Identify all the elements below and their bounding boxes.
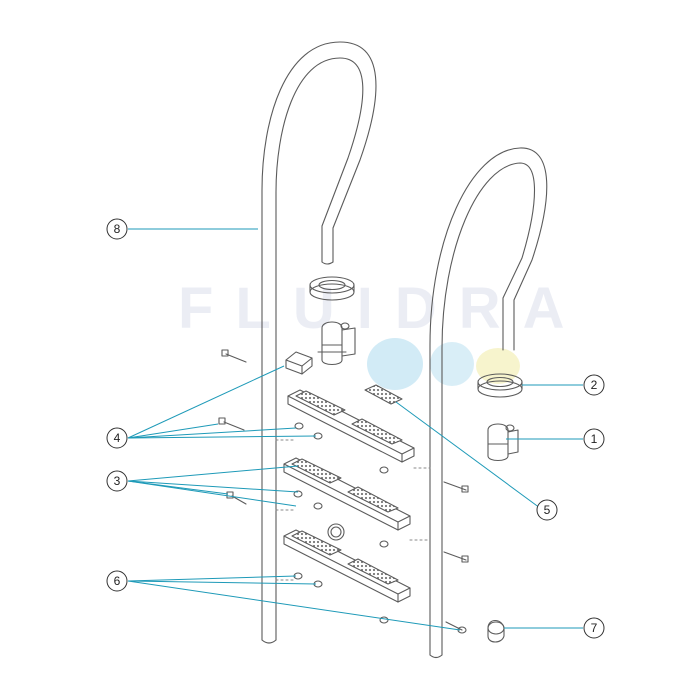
leader-3d <box>127 465 299 482</box>
leader-4d <box>127 435 317 439</box>
rail-end-cap <box>487 619 505 643</box>
step-top <box>287 389 415 463</box>
callout-3: 3 <box>106 470 128 492</box>
callout-6: 6 <box>106 570 128 592</box>
step-middle <box>283 457 411 531</box>
left-escutcheon <box>309 276 355 301</box>
leader-4b <box>127 423 219 439</box>
callout-4-label: 4 <box>114 431 121 445</box>
step-bracket <box>285 351 313 375</box>
step-bottom <box>283 529 411 603</box>
left-handrail <box>261 41 377 644</box>
step-bolts <box>218 349 469 631</box>
leader-6b <box>127 580 317 585</box>
leader-4c <box>127 427 297 439</box>
step-nuts <box>293 422 467 634</box>
callout-6-label: 6 <box>114 574 121 588</box>
left-anchor-clamp <box>317 321 356 366</box>
callout-2: 2 <box>583 374 605 396</box>
leader-3c <box>127 480 297 507</box>
callout-3-label: 3 <box>114 474 121 488</box>
callout-1: 1 <box>583 428 605 450</box>
fluidra-watermark: FLUIDRA <box>178 276 587 390</box>
watermark-blob-blue <box>367 338 423 390</box>
callout-5: 5 <box>536 499 558 521</box>
callout-7-label: 7 <box>591 621 598 635</box>
callout-1-label: 1 <box>591 432 598 446</box>
watermark-text: FLUIDRA <box>178 276 587 341</box>
right-anchor-clamp <box>487 423 519 462</box>
leader-4a <box>127 365 285 439</box>
leader-3a <box>127 480 299 493</box>
callout-4: 4 <box>106 427 128 449</box>
leader-lines <box>127 228 583 631</box>
rail-end-cap-mid <box>327 523 345 541</box>
anti-slip-pad <box>364 384 403 405</box>
assembly-guides <box>275 439 431 581</box>
callout-2-label: 2 <box>591 378 598 392</box>
callout-8-label: 8 <box>114 222 121 236</box>
callout-5-label: 5 <box>544 503 551 517</box>
leader-6c <box>127 580 461 631</box>
callout-7: 7 <box>583 617 605 639</box>
watermark-blob-blue-2 <box>430 342 474 386</box>
right-escutcheon <box>477 373 523 398</box>
callout-8: 8 <box>106 218 128 240</box>
watermark-blob-yellow <box>476 348 520 384</box>
leader-6a <box>127 575 297 582</box>
right-handrail <box>429 147 548 659</box>
leader-5 <box>395 401 541 509</box>
